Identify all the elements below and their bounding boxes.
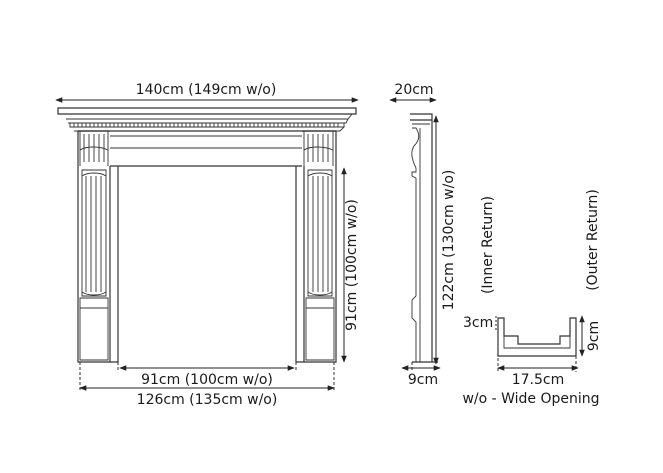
- return-profile: [497, 317, 577, 357]
- return-width-label: 17.5cm: [512, 372, 565, 388]
- wide-opening-note: w/o - Wide Opening: [462, 391, 599, 407]
- opening-width-label: 91cm (100cm w/o): [141, 372, 273, 388]
- overall-width-label: 140cm (149cm w/o): [136, 82, 277, 98]
- return-section: (Inner Return) (Outer Return) 17.5cm 3cm…: [462, 189, 602, 407]
- total-height-label: 122cm (130cm w/o): [441, 170, 457, 311]
- base-width-label: 126cm (135cm w/o): [137, 392, 278, 408]
- mantel-shelf: [57, 107, 357, 132]
- depth-top-label: 20cm: [394, 82, 433, 98]
- front-view: [57, 107, 357, 363]
- inner-return-label: (Inner Return): [480, 196, 496, 294]
- return-3cm-label: 3cm: [463, 315, 493, 331]
- side-dimensions: 20cm 122cm (130cm w/o) 9cm: [389, 82, 457, 388]
- frieze: [78, 130, 336, 167]
- outer-return-label: (Outer Return): [585, 189, 601, 291]
- depth-bottom-label: 9cm: [408, 372, 438, 388]
- left-leg: [77, 131, 119, 363]
- left-corbel: [78, 130, 110, 166]
- side-view: [410, 113, 438, 363]
- opening-height-label: 91cm (100cm w/o): [344, 199, 360, 331]
- dentil-molding: [69, 122, 345, 128]
- return-9cm-label: 9cm: [586, 321, 602, 351]
- right-corbel: [302, 130, 336, 166]
- front-dimensions: 140cm (149cm w/o) 91cm (100cm w/o) 91cm …: [55, 82, 360, 408]
- right-leg: [295, 131, 337, 363]
